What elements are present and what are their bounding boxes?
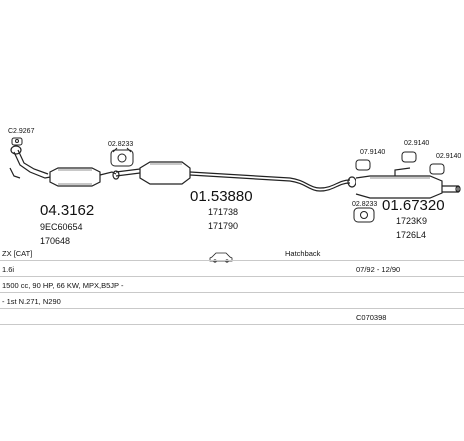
rear-silencer (347, 167, 461, 199)
accessory-number: 02.8233 (352, 201, 377, 208)
vehicle-spec: 1500 cc, 90 HP, 66 KW, MPX,B5JP - (2, 281, 124, 290)
middle-silencer (115, 161, 351, 192)
part-ref: 9EC60654 (40, 222, 83, 232)
front-pipe-catalyst (9, 145, 120, 187)
accessory-number: C2.9267 (8, 128, 35, 135)
rubber-hanger-icon (353, 151, 445, 223)
car-icon (209, 252, 233, 263)
vehicle-remark: - 1st N.271, N290 (2, 297, 61, 306)
part-number: 04.3162 (40, 202, 94, 219)
vehicle-engine: 1.6i (2, 265, 15, 274)
vehicle-model: ZX [CAT] (2, 249, 33, 258)
part-ref: 171738 (208, 207, 238, 217)
table-row: 1500 cc, 90 HP, 66 KW, MPX,B5JP - (0, 276, 464, 293)
accessory-number: 02.9140 (436, 153, 461, 160)
table-row: C070398 (0, 308, 464, 325)
clamp-icon (11, 137, 23, 146)
accessory-number: 07.9140 (360, 149, 385, 156)
table-row: - 1st N.271, N290 (0, 292, 464, 309)
vehicle-years: 07/92 - 12/90 (356, 265, 401, 274)
accessory-number: 02.8233 (108, 141, 133, 148)
table-row: 1.6i 07/92 - 12/90 (0, 260, 464, 277)
part-number: 01.67320 (382, 197, 445, 214)
part-ref: 171790 (208, 221, 238, 231)
catalog-code: C070398 (356, 313, 387, 322)
rubber-hanger-icon (110, 147, 134, 167)
part-ref: 170648 (40, 236, 70, 246)
accessory-number: 02.9140 (404, 140, 429, 147)
part-ref: 1726L4 (396, 230, 426, 240)
vehicle-body: Hatchback (285, 249, 321, 258)
part-ref: 1723K9 (396, 216, 427, 226)
part-number: 01.53880 (190, 188, 253, 205)
table-row: ZX [CAT] Hatchback (0, 244, 464, 261)
